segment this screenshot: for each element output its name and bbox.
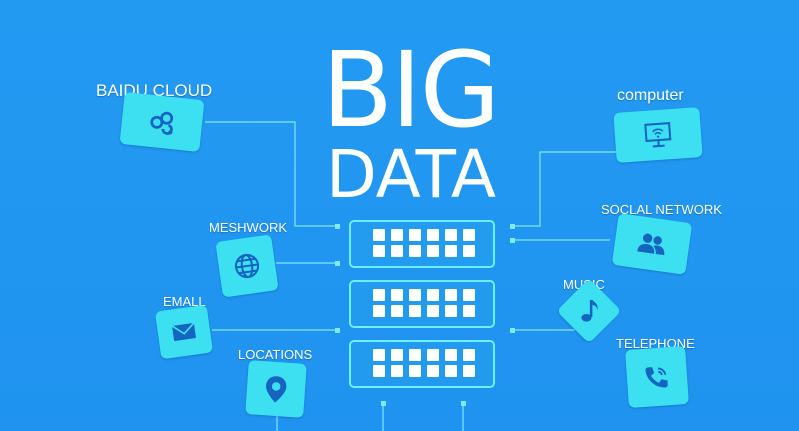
connector-dot xyxy=(335,261,340,266)
music-note-icon xyxy=(581,299,598,322)
label-social-network: SOCLAL NETWORK xyxy=(601,202,722,217)
connector-dot xyxy=(335,224,340,229)
server-rack-2 xyxy=(349,280,495,328)
connector-computer xyxy=(512,151,616,227)
connector-dot xyxy=(510,328,515,333)
connector-dot xyxy=(510,224,515,229)
cloud-link-icon xyxy=(150,111,174,135)
node-music xyxy=(556,278,622,344)
node-baidu-cloud xyxy=(119,91,205,153)
title-data: DATA xyxy=(325,136,497,213)
node-meshwork xyxy=(215,234,279,298)
connector-baidu-cloud xyxy=(205,121,338,227)
connector-dot xyxy=(335,328,340,333)
label-meshwork: MESHWORK xyxy=(209,220,287,235)
label-computer: computer xyxy=(617,87,684,104)
users-icon xyxy=(637,233,665,256)
phone-icon xyxy=(645,367,668,388)
globe-icon xyxy=(234,253,260,279)
node-locations xyxy=(245,360,307,418)
connector-dot xyxy=(461,401,466,406)
map-pin-icon xyxy=(266,376,287,403)
connector-dot xyxy=(381,401,386,406)
node-email xyxy=(154,304,214,360)
server-rack-3 xyxy=(349,340,495,388)
node-telephone xyxy=(625,345,689,409)
envelope-icon xyxy=(171,322,196,342)
label-email: EMALL xyxy=(163,294,206,309)
server-rack-1 xyxy=(349,220,495,268)
monitor-wifi-icon xyxy=(644,122,672,148)
node-social-network xyxy=(611,213,693,275)
label-locations: LOCATIONS xyxy=(238,347,313,362)
title-big: BIG xyxy=(321,29,501,151)
node-computer xyxy=(613,107,703,163)
connector-dot xyxy=(510,238,515,243)
